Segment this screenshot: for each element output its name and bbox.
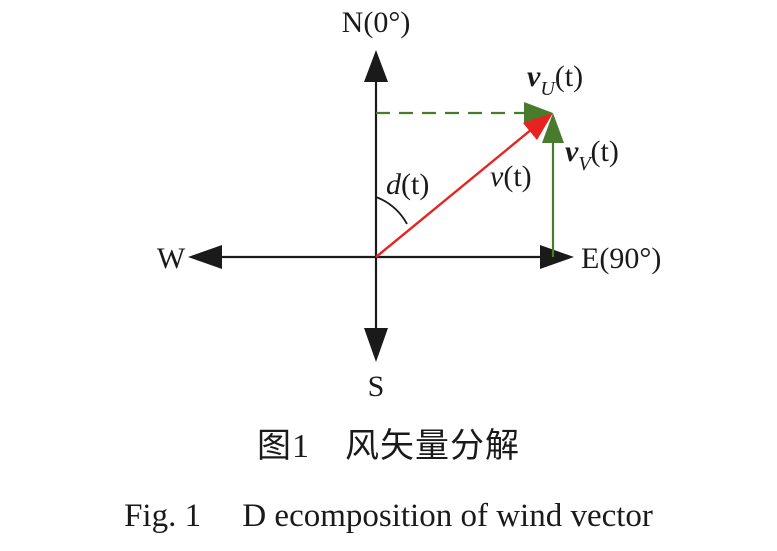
wind-vector-arrowhead <box>523 113 553 140</box>
south-label: S <box>368 370 385 403</box>
figure-caption-english: Fig. 1 D ecomposition of wind vector <box>124 498 653 534</box>
wind-vector-line <box>375 128 533 258</box>
figure-caption-chinese: 图1 风矢量分解 <box>257 428 520 465</box>
wind-vector-decomposition-diagram: N(0°) S W E(90°) d(t) v(t) vU(t) vV(t) <box>157 6 661 403</box>
v-component-label: vV(t) <box>565 135 619 175</box>
north-label: N(0°) <box>342 6 411 39</box>
west-label: W <box>157 242 186 275</box>
angle-label: d(t) <box>386 168 429 201</box>
v-component-arrowhead <box>542 113 564 143</box>
north-arrowhead <box>364 50 388 82</box>
u-component-arrowhead <box>524 102 553 124</box>
east-arrowhead <box>540 245 574 269</box>
west-arrowhead <box>188 245 222 269</box>
east-label: E(90°) <box>581 242 661 275</box>
angle-arc <box>375 196 408 225</box>
south-arrowhead <box>364 328 388 362</box>
wind-vector-label: v(t) <box>490 160 532 193</box>
u-component-label: vU(t) <box>527 60 583 100</box>
